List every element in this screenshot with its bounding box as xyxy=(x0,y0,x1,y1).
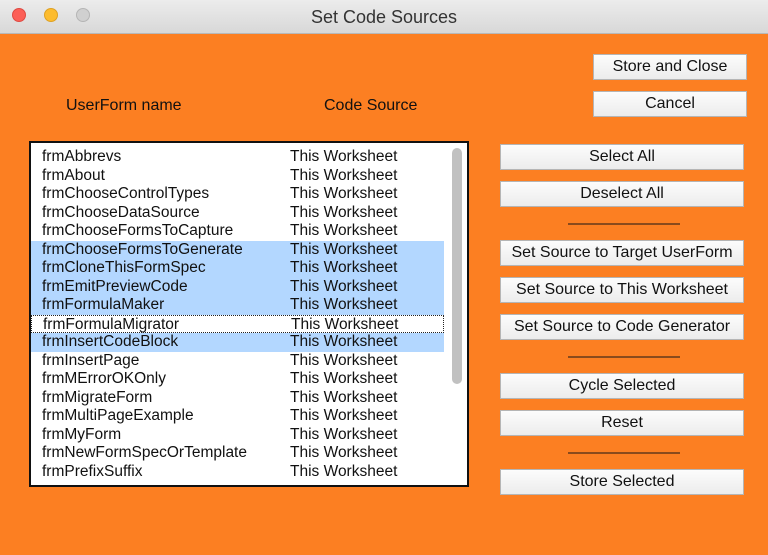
listbox-scrollbar[interactable] xyxy=(446,143,467,485)
userform-name-cell: frmInsertCodeBlock xyxy=(42,333,179,350)
list-row[interactable]: frmChooseFormsToGenerate This Worksheet xyxy=(31,240,444,259)
userform-name-cell: frmMyForm xyxy=(42,425,122,443)
userform-name-cell: frmFormulaMaker xyxy=(42,296,165,313)
list-row[interactable]: frmInsertPage This Worksheet xyxy=(31,352,444,371)
separator-3 xyxy=(568,452,680,454)
list-row[interactable]: frmMigrateForm This Worksheet xyxy=(31,389,444,408)
code-source-cell: This Worksheet xyxy=(290,185,398,202)
list-row[interactable]: frmMultiPageExample This Worksheet xyxy=(31,407,444,426)
store-selected-button[interactable]: Store Selected xyxy=(500,469,744,495)
code-source-cell: This Worksheet xyxy=(290,425,398,443)
list-row[interactable]: frmInsertCodeBlock This Worksheet xyxy=(31,333,444,352)
userform-name-cell: frmChooseDataSource xyxy=(42,203,200,221)
code-source-cell: This Worksheet xyxy=(290,444,398,461)
list-row[interactable]: frmFormulaMaker This Worksheet xyxy=(31,296,444,315)
store-and-close-button[interactable]: Store and Close xyxy=(593,54,747,80)
set-source-target-userform-button[interactable]: Set Source to Target UserForm xyxy=(500,240,744,266)
userform-name-cell: frmChooseFormsToGenerate xyxy=(42,240,243,258)
code-source-cell: This Worksheet xyxy=(290,166,398,184)
code-source-cell: This Worksheet xyxy=(290,462,398,480)
userform-name-cell: frmAbout xyxy=(42,166,105,184)
code-source-cell: This Worksheet xyxy=(290,240,398,258)
scrollbar-thumb[interactable] xyxy=(452,148,462,384)
cancel-button[interactable]: Cancel xyxy=(593,91,747,117)
deselect-all-button[interactable]: Deselect All xyxy=(500,181,744,207)
list-row[interactable]: frmChooseDataSource This Worksheet xyxy=(31,204,444,223)
userform-name-cell: frmAbbrevs xyxy=(42,148,122,165)
code-source-cell: This Worksheet xyxy=(290,222,398,239)
code-source-cell: This Worksheet xyxy=(290,148,398,165)
code-source-cell: This Worksheet xyxy=(290,277,398,295)
zoom-window-icon[interactable] xyxy=(76,8,90,22)
list-row[interactable]: frmNewFormSpecOrTemplate This Worksheet xyxy=(31,444,444,463)
minimize-window-icon[interactable] xyxy=(44,8,58,22)
code-source-cell: This Worksheet xyxy=(290,333,398,350)
separator-1 xyxy=(568,223,680,225)
list-row[interactable]: frmPrefixSuffix This Worksheet xyxy=(31,463,444,482)
code-source-cell: This Worksheet xyxy=(290,388,398,406)
code-source-cell: This Worksheet xyxy=(290,203,398,221)
code-source-cell: This Worksheet xyxy=(290,370,398,387)
userform-name-cell: frmFormulaMigrator xyxy=(43,315,180,333)
close-window-icon[interactable] xyxy=(12,8,26,22)
list-row[interactable]: frmAbout This Worksheet xyxy=(31,167,444,186)
list-row[interactable]: frmMErrorOKOnly This Worksheet xyxy=(31,370,444,389)
userform-name-cell: frmPrefixSuffix xyxy=(42,462,143,480)
list-row[interactable]: frmFormulaMigrator This Worksheet xyxy=(31,314,444,333)
set-source-this-worksheet-button[interactable]: Set Source to This Worksheet xyxy=(500,277,744,303)
userform-name-cell: frmCloneThisFormSpec xyxy=(42,259,206,276)
code-source-cell: This Worksheet xyxy=(290,351,398,369)
code-source-cell: This Worksheet xyxy=(290,407,398,424)
title-bar: Set Code Sources xyxy=(0,0,768,34)
code-source-cell: This Worksheet xyxy=(290,296,398,313)
list-row[interactable]: frmChooseFormsToCapture This Worksheet xyxy=(31,222,444,241)
list-row[interactable]: frmChooseControlTypes This Worksheet xyxy=(31,185,444,204)
cycle-selected-button[interactable]: Cycle Selected xyxy=(500,373,744,399)
list-row[interactable]: frmMyForm This Worksheet xyxy=(31,426,444,445)
separator-2 xyxy=(568,356,680,358)
userform-name-cell: frmEmitPreviewCode xyxy=(42,277,188,295)
reset-button[interactable]: Reset xyxy=(500,410,744,436)
set-source-code-generator-button[interactable]: Set Source to Code Generator xyxy=(500,314,744,340)
list-row[interactable]: frmEmitPreviewCode This Worksheet xyxy=(31,277,444,296)
userform-name-cell: frmChooseFormsToCapture xyxy=(42,222,234,239)
userform-name-cell: frmMigrateForm xyxy=(42,388,153,406)
list-row[interactable]: frmAbbrevs This Worksheet xyxy=(31,148,444,167)
window-title: Set Code Sources xyxy=(310,7,458,27)
code-source-cell: This Worksheet xyxy=(291,315,399,333)
userform-name-cell: frmChooseControlTypes xyxy=(42,185,210,202)
userform-name-cell: frmMErrorOKOnly xyxy=(42,370,166,387)
column-header-userform-name: UserForm name xyxy=(66,97,182,114)
userform-name-cell: frmInsertPage xyxy=(42,351,140,369)
select-all-button[interactable]: Select All xyxy=(500,144,744,170)
code-source-cell: This Worksheet xyxy=(290,259,398,276)
userform-name-cell: frmNewFormSpecOrTemplate xyxy=(42,444,247,461)
column-header-code-source: Code Source xyxy=(324,97,418,114)
list-row[interactable]: frmCloneThisFormSpec This Worksheet xyxy=(31,259,444,278)
userform-name-cell: frmMultiPageExample xyxy=(42,407,194,424)
